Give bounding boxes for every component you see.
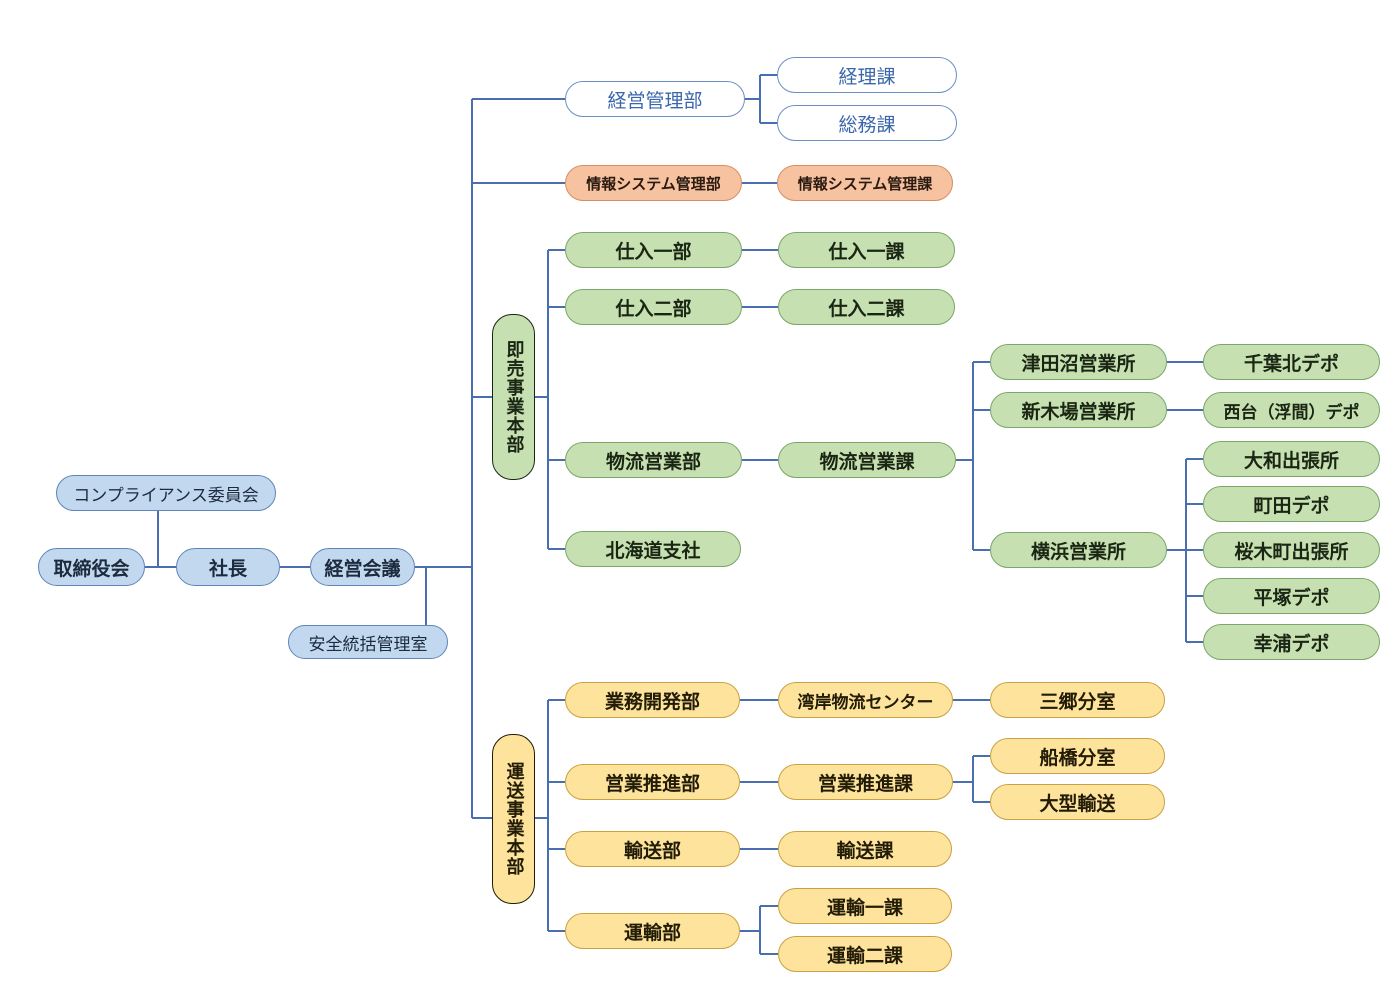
purchase1-dept-node: 仕入一部	[565, 232, 742, 268]
tsudanuma-office-node: 津田沼営業所	[990, 344, 1167, 380]
purchase1-section-node: 仕入一課	[778, 232, 955, 268]
sokubai-hq-node: 即売事業本部	[492, 314, 535, 480]
machida-depot-node: 町田デポ	[1203, 486, 1380, 522]
sales-promo-section-node: 営業推進課	[778, 764, 953, 800]
logistics-sales-section-node: 物流営業課	[778, 442, 956, 478]
mgmt-admin-dept-node: 経営管理部	[565, 81, 745, 117]
info-system-section-node: 情報システム管理課	[777, 165, 953, 201]
transport-hq-node: 運送事業本部	[492, 734, 535, 904]
president-node: 社長	[176, 548, 280, 586]
bayside-center-node: 湾岸物流センター	[778, 682, 953, 718]
board-node: 取締役会	[38, 548, 145, 586]
purchase2-section-node: 仕入二課	[778, 289, 955, 325]
compliance-committee-node: コンプライアンス委員会	[56, 475, 276, 511]
info-system-dept-node: 情報システム管理部	[565, 165, 742, 201]
general-affairs-section-node: 総務課	[777, 105, 957, 141]
yamato-branch-node: 大和出張所	[1203, 441, 1380, 477]
nishidai-depot-node: 西台（浮間）デポ	[1203, 392, 1380, 428]
accounting-section-node: 経理課	[777, 57, 957, 93]
sachiura-depot-node: 幸浦デポ	[1203, 624, 1380, 660]
funabashi-office-node: 船橋分室	[990, 738, 1165, 774]
hiratsuka-depot-node: 平塚デポ	[1203, 578, 1380, 614]
safety-office-node: 安全統括管理室	[288, 625, 448, 659]
unyu1-section-node: 運輸一課	[778, 888, 952, 924]
large-transport-node: 大型輸送	[990, 784, 1165, 820]
sakuragicho-branch-node: 桜木町出張所	[1203, 532, 1380, 568]
unyu-dept-node: 運輸部	[565, 913, 740, 949]
management-meeting-node: 経営会議	[310, 548, 415, 586]
hokkaido-branch-node: 北海道支社	[565, 531, 741, 567]
purchase2-dept-node: 仕入二部	[565, 289, 742, 325]
transport-section-node: 輸送課	[778, 831, 952, 867]
sales-promo-dept-node: 営業推進部	[565, 764, 740, 800]
shinkiba-office-node: 新木場営業所	[990, 392, 1167, 428]
chiba-kita-depot-node: 千葉北デポ	[1203, 344, 1380, 380]
transport-dept-node: 輸送部	[565, 831, 740, 867]
logistics-sales-dept-node: 物流営業部	[565, 442, 742, 478]
unyu2-section-node: 運輸二課	[778, 936, 952, 972]
misato-office-node: 三郷分室	[990, 682, 1165, 718]
business-dev-dept-node: 業務開発部	[565, 682, 740, 718]
yokohama-office-node: 横浜営業所	[990, 532, 1167, 568]
